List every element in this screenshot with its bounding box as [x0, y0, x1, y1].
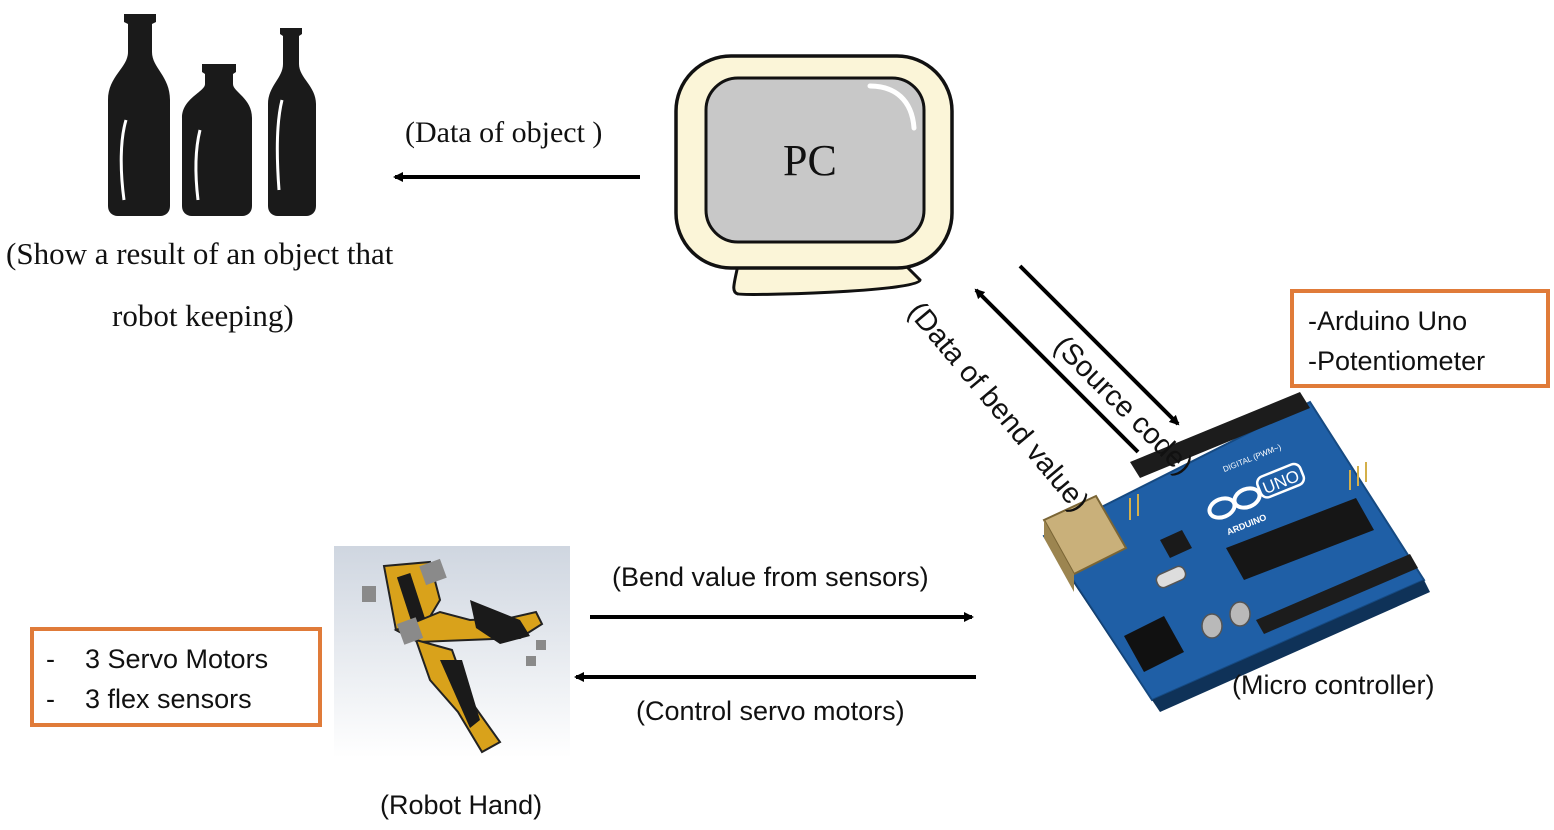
- info-item: -Arduino Uno: [1308, 306, 1468, 336]
- arrow-data-of-bend-value: [974, 288, 1140, 454]
- robot-hand-info-box: - 3 Servo Motors - 3 flex sensors: [30, 627, 322, 727]
- bottles-icon: [108, 14, 316, 216]
- robot-hand-icon: [334, 546, 570, 758]
- bottle-icon: [182, 64, 252, 216]
- pc-monitor-icon: [674, 54, 954, 296]
- info-item: - 3 Servo Motors: [46, 644, 269, 674]
- robot-hand-caption: (Robot Hand): [380, 790, 543, 820]
- data-of-object-label: (Data of object ): [405, 116, 603, 149]
- bottle-icon: [108, 14, 170, 216]
- microcontroller-caption: (Micro controller): [1232, 670, 1435, 700]
- pc-label: PC: [783, 136, 837, 185]
- arduino-board-icon: UNO ARDUINO DIGITAL (PWM~): [1042, 392, 1430, 712]
- bottles-caption-line1: (Show a result of an object that: [6, 236, 394, 271]
- microcontroller-info-box: -Arduino Uno -Potentiometer: [1290, 289, 1550, 388]
- bottles-caption-line2: robot keeping): [112, 298, 294, 333]
- control-servo-motors-label: (Control servo motors): [636, 696, 905, 726]
- bend-value-from-sensors-label: (Bend value from sensors): [612, 562, 929, 592]
- info-item: -Potentiometer: [1308, 346, 1486, 376]
- info-item: - 3 flex sensors: [46, 684, 252, 714]
- arrow-source-code: [1018, 264, 1180, 426]
- bottle-icon: [268, 28, 316, 216]
